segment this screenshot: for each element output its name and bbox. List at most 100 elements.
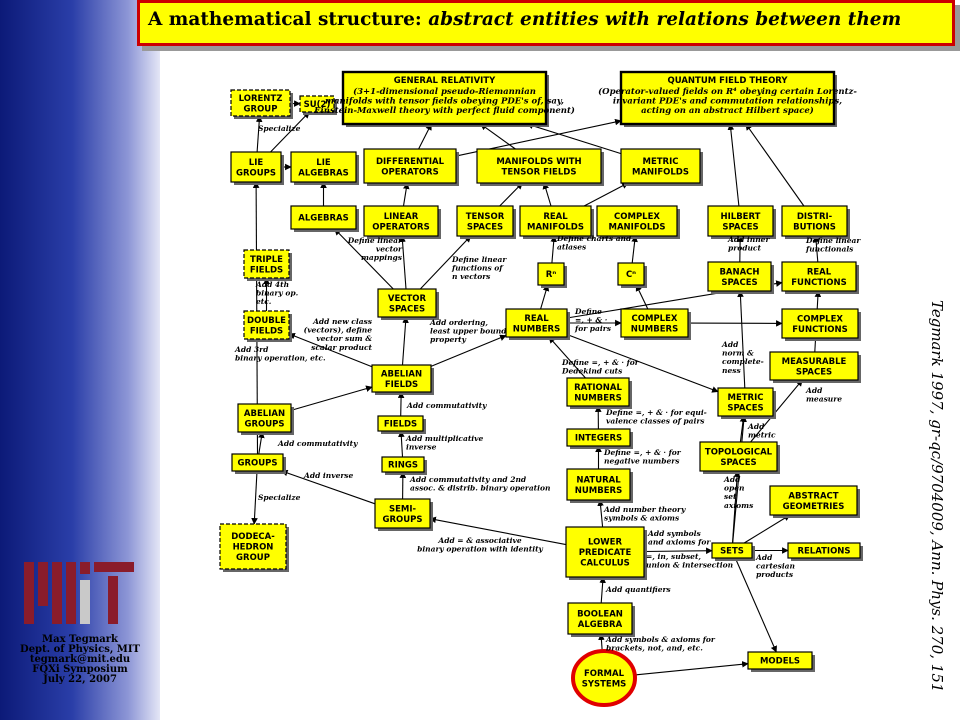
node-text: MEASURABLE	[782, 357, 847, 367]
node-text: SETS	[720, 547, 744, 557]
node-text: FIELDS	[385, 380, 418, 390]
edge-lie-groups-to-lorentz-group	[255, 115, 263, 153]
edge-label-line: Add inner	[727, 235, 770, 244]
edge-label-line: Add number theory	[603, 505, 686, 514]
edge-label-line: binary operation, etc.	[235, 354, 326, 363]
node-fields: FIELDS	[377, 415, 426, 434]
node-text: NUMBERS	[575, 486, 622, 496]
node-text: DOUBLE	[247, 316, 286, 326]
node-text: SPACES	[722, 222, 758, 232]
edge-label-line: valence classes of pairs	[606, 417, 705, 426]
edge-label-line: mappings	[361, 253, 403, 262]
edge-label-line: Define linear	[451, 255, 507, 264]
node-rings: RINGS	[381, 456, 427, 475]
edge-label-line: Add	[747, 422, 765, 431]
edge-label-line: products	[756, 570, 794, 579]
node-models: MODELS	[747, 651, 815, 672]
edge-label-line: cartesian	[756, 562, 795, 571]
edge-lower-predicate-calculus-to-sets	[643, 547, 713, 555]
edge-label-line: =, in, subset,	[646, 552, 701, 561]
node-text: SPACES	[721, 278, 757, 288]
edge-sets-to-metric-spaces	[732, 415, 747, 544]
node-text: COMPLEX	[632, 314, 678, 324]
edge-label-define-pairs: Define=, + & ·for pairs	[574, 307, 612, 333]
node-text: FIELDS	[384, 420, 417, 430]
node-text: LIE	[316, 158, 331, 168]
node-description: Einstein-Maxwell theory with perfect flu…	[313, 105, 575, 116]
title-banner	[137, 0, 955, 46]
edge-label-line: inverse	[406, 443, 437, 452]
node-text: GROUPS	[244, 419, 284, 429]
node-text: Cⁿ	[626, 270, 636, 280]
edge-label-line: least upper bound	[430, 327, 507, 336]
edge-rings-to-fields	[398, 430, 405, 458]
edge-real-functions-to-distributions	[812, 235, 820, 263]
edge-linear-operators-to-differential-operators	[402, 182, 410, 207]
edge-label-line: Add	[755, 553, 773, 562]
edge-label-line: Add multiplicative	[405, 434, 484, 443]
node-general-relativity: GENERAL RELATIVITY(3+1-dimensional pseud…	[313, 70, 575, 127]
node-text: QUANTUM FIELD THEORY	[667, 76, 788, 86]
node-text: TRIPLE	[250, 255, 283, 265]
edge-label-add-commutativity-1: Add commutativity	[406, 401, 487, 410]
node-text: HEDRON	[233, 543, 274, 553]
node-text: COMPLEX	[614, 212, 660, 222]
edge-label-line: norm &	[722, 349, 754, 358]
edge-label-specialize-2: Specialize	[258, 493, 301, 502]
node-text: ABSTRACT	[788, 491, 838, 501]
node-text: DISTRI-	[797, 212, 833, 222]
credit-event: FQXi Symposium	[32, 664, 128, 675]
edge-hilbert-spaces-to-quantum-field-theory	[727, 123, 740, 207]
edge-label-line: Add commutativity	[406, 401, 487, 410]
edge-sets-to-models	[734, 557, 777, 653]
edge-label-line: complete-	[722, 357, 764, 366]
edge-label-line: Add symbols	[647, 529, 702, 538]
node-text: DIFFERENTIAL	[376, 157, 445, 167]
node-text: Rⁿ	[546, 270, 557, 280]
node-text: ABELIAN	[381, 369, 422, 379]
edge-abelian-groups-to-abelian-fields	[290, 385, 373, 411]
edge-label-line: symbols & axioms	[604, 514, 680, 523]
edge-label-line: Add	[723, 475, 741, 484]
edge-differential-operators-to-general-relativity	[418, 123, 432, 150]
node-description: (Operator-valued fields on R⁴ obeying ce…	[598, 86, 857, 97]
node-text: SU(2)	[304, 100, 331, 110]
edge-label-line: Add ordering,	[429, 318, 488, 327]
edge-tensor-spaces-to-manifolds-with-tensor-fields	[499, 182, 523, 207]
node-text: PREDICATE	[579, 548, 632, 558]
node-text: FIELDS	[250, 326, 283, 336]
node-description: invariant PDE's and commutation relation…	[613, 97, 842, 107]
node-text: GENERAL RELATIVITY	[394, 76, 496, 86]
edge-groups-to-abelian-groups	[258, 431, 265, 455]
edge-formal-systems-to-models	[634, 661, 749, 676]
node-description: (3+1-dimensional pseudo-Riemannian	[353, 86, 536, 97]
edge-label-line: Define =, + & · for	[561, 358, 640, 367]
edge-label-line: property	[430, 335, 467, 344]
credit-date: July 22, 2007	[43, 674, 117, 685]
node-text: REAL	[524, 314, 549, 324]
edge-label-line: etc.	[256, 297, 272, 306]
node-semi-groups: SEMI-GROUPS	[374, 498, 433, 531]
credit-name: Max Tegmark	[42, 634, 118, 645]
mit-logo	[24, 562, 134, 624]
